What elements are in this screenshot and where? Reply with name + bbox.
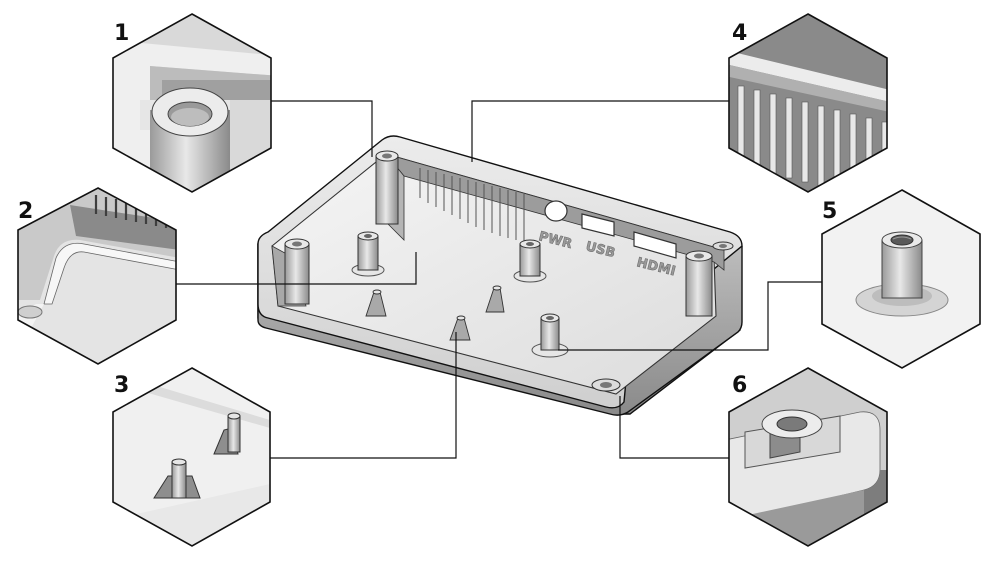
leader-6 (619, 396, 729, 459)
leader-3 (270, 332, 457, 459)
detail-hexagon-1 (112, 13, 272, 193)
detail-hexagon-5 (821, 189, 981, 369)
detail-hexagon-3 (112, 367, 271, 547)
vent-slots (419, 168, 525, 242)
callout-number-1: 1 (114, 21, 129, 46)
usb-label: USB (584, 239, 617, 261)
enclosure-body: PWR USB HDMI (257, 135, 743, 416)
callout-number-2: 2 (18, 199, 33, 224)
callout-number-3: 3 (114, 373, 129, 398)
detail-hexagon-2 (17, 187, 177, 365)
detail-hexagon-4 (728, 13, 888, 193)
callout-number-4: 4 (732, 21, 747, 46)
callout-number-5: 5 (822, 199, 837, 224)
corner-posts (284, 150, 734, 392)
leader-2 (176, 252, 417, 285)
locating-pins (365, 285, 505, 341)
callout-numbers: 1 2 3 4 5 6 (18, 21, 837, 398)
leader-5 (558, 281, 822, 351)
leader-1 (271, 100, 373, 157)
leader-lines (176, 100, 822, 459)
port-cutouts: PWR USB HDMI (537, 200, 677, 280)
standoffs (351, 231, 569, 358)
detail-hexagon-6 (728, 367, 888, 547)
leader-4 (471, 100, 729, 162)
callout-number-6: 6 (732, 373, 747, 398)
